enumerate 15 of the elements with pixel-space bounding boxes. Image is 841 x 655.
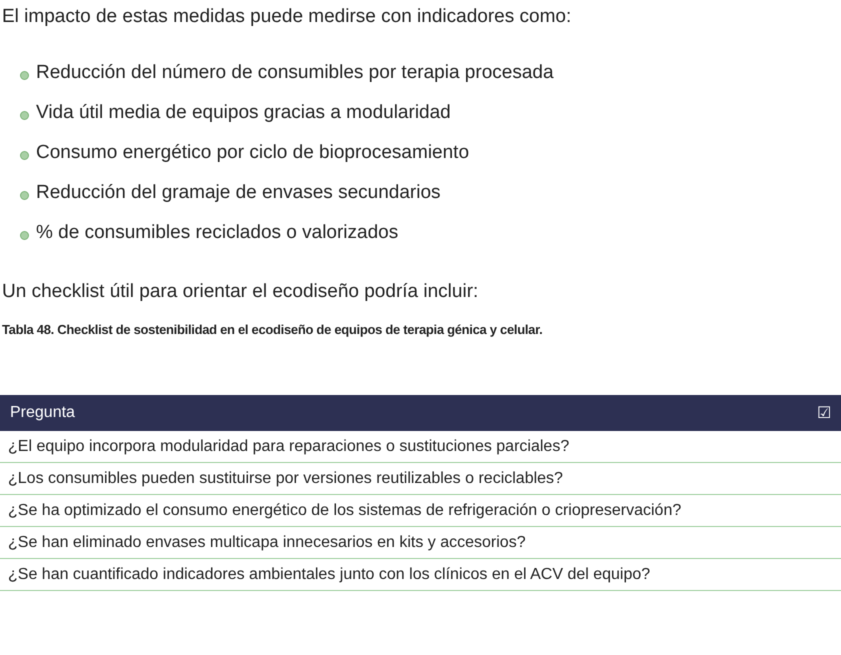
bullet-text: % de consumibles reciclados o valorizados: [36, 222, 398, 244]
table-cell: ¿Se ha optimizado el consumo energético de los sistemas de refrigeración o criopreservación?: [0, 494, 841, 526]
column-header: Pregunta: [0, 395, 601, 431]
checkbox-icon: ☑: [600, 395, 841, 431]
table-cell: ¿Se han eliminado envases multicapa innecesarios en kits y accesorios?: [0, 526, 841, 558]
bullet-text: Reducción del número de consumibles por terapia procesada: [36, 62, 554, 84]
table-cell: ¿Se han cuantificado indicadores ambientales junto con los clínicos en el ACV del equipo?: [0, 558, 841, 590]
intro-text: El impacto de estas medidas puede medirse con indicadores como:: [2, 6, 572, 28]
table-cell: ¿Los consumibles pueden sustituirse por versiones reutilizables o reciclables?: [0, 462, 841, 494]
bullet-text: Vida útil media de equipos gracias a modularidad: [36, 102, 451, 124]
bullet-text: Reducción del gramaje de envases secundarios: [36, 182, 441, 204]
table-caption: Tabla 48. Checklist de sostenibilidad en el ecodiseño de equipos de terapia génica y celular.: [2, 322, 542, 337]
table-cell: ¿El equipo incorpora modularidad para reparaciones o sustituciones parciales?: [0, 431, 841, 462]
bullet-text: Consumo energético por ciclo de bioprocesamiento: [36, 142, 470, 164]
intro-text: Un checklist útil para orientar el ecodiseño podría incluir:: [2, 281, 478, 303]
